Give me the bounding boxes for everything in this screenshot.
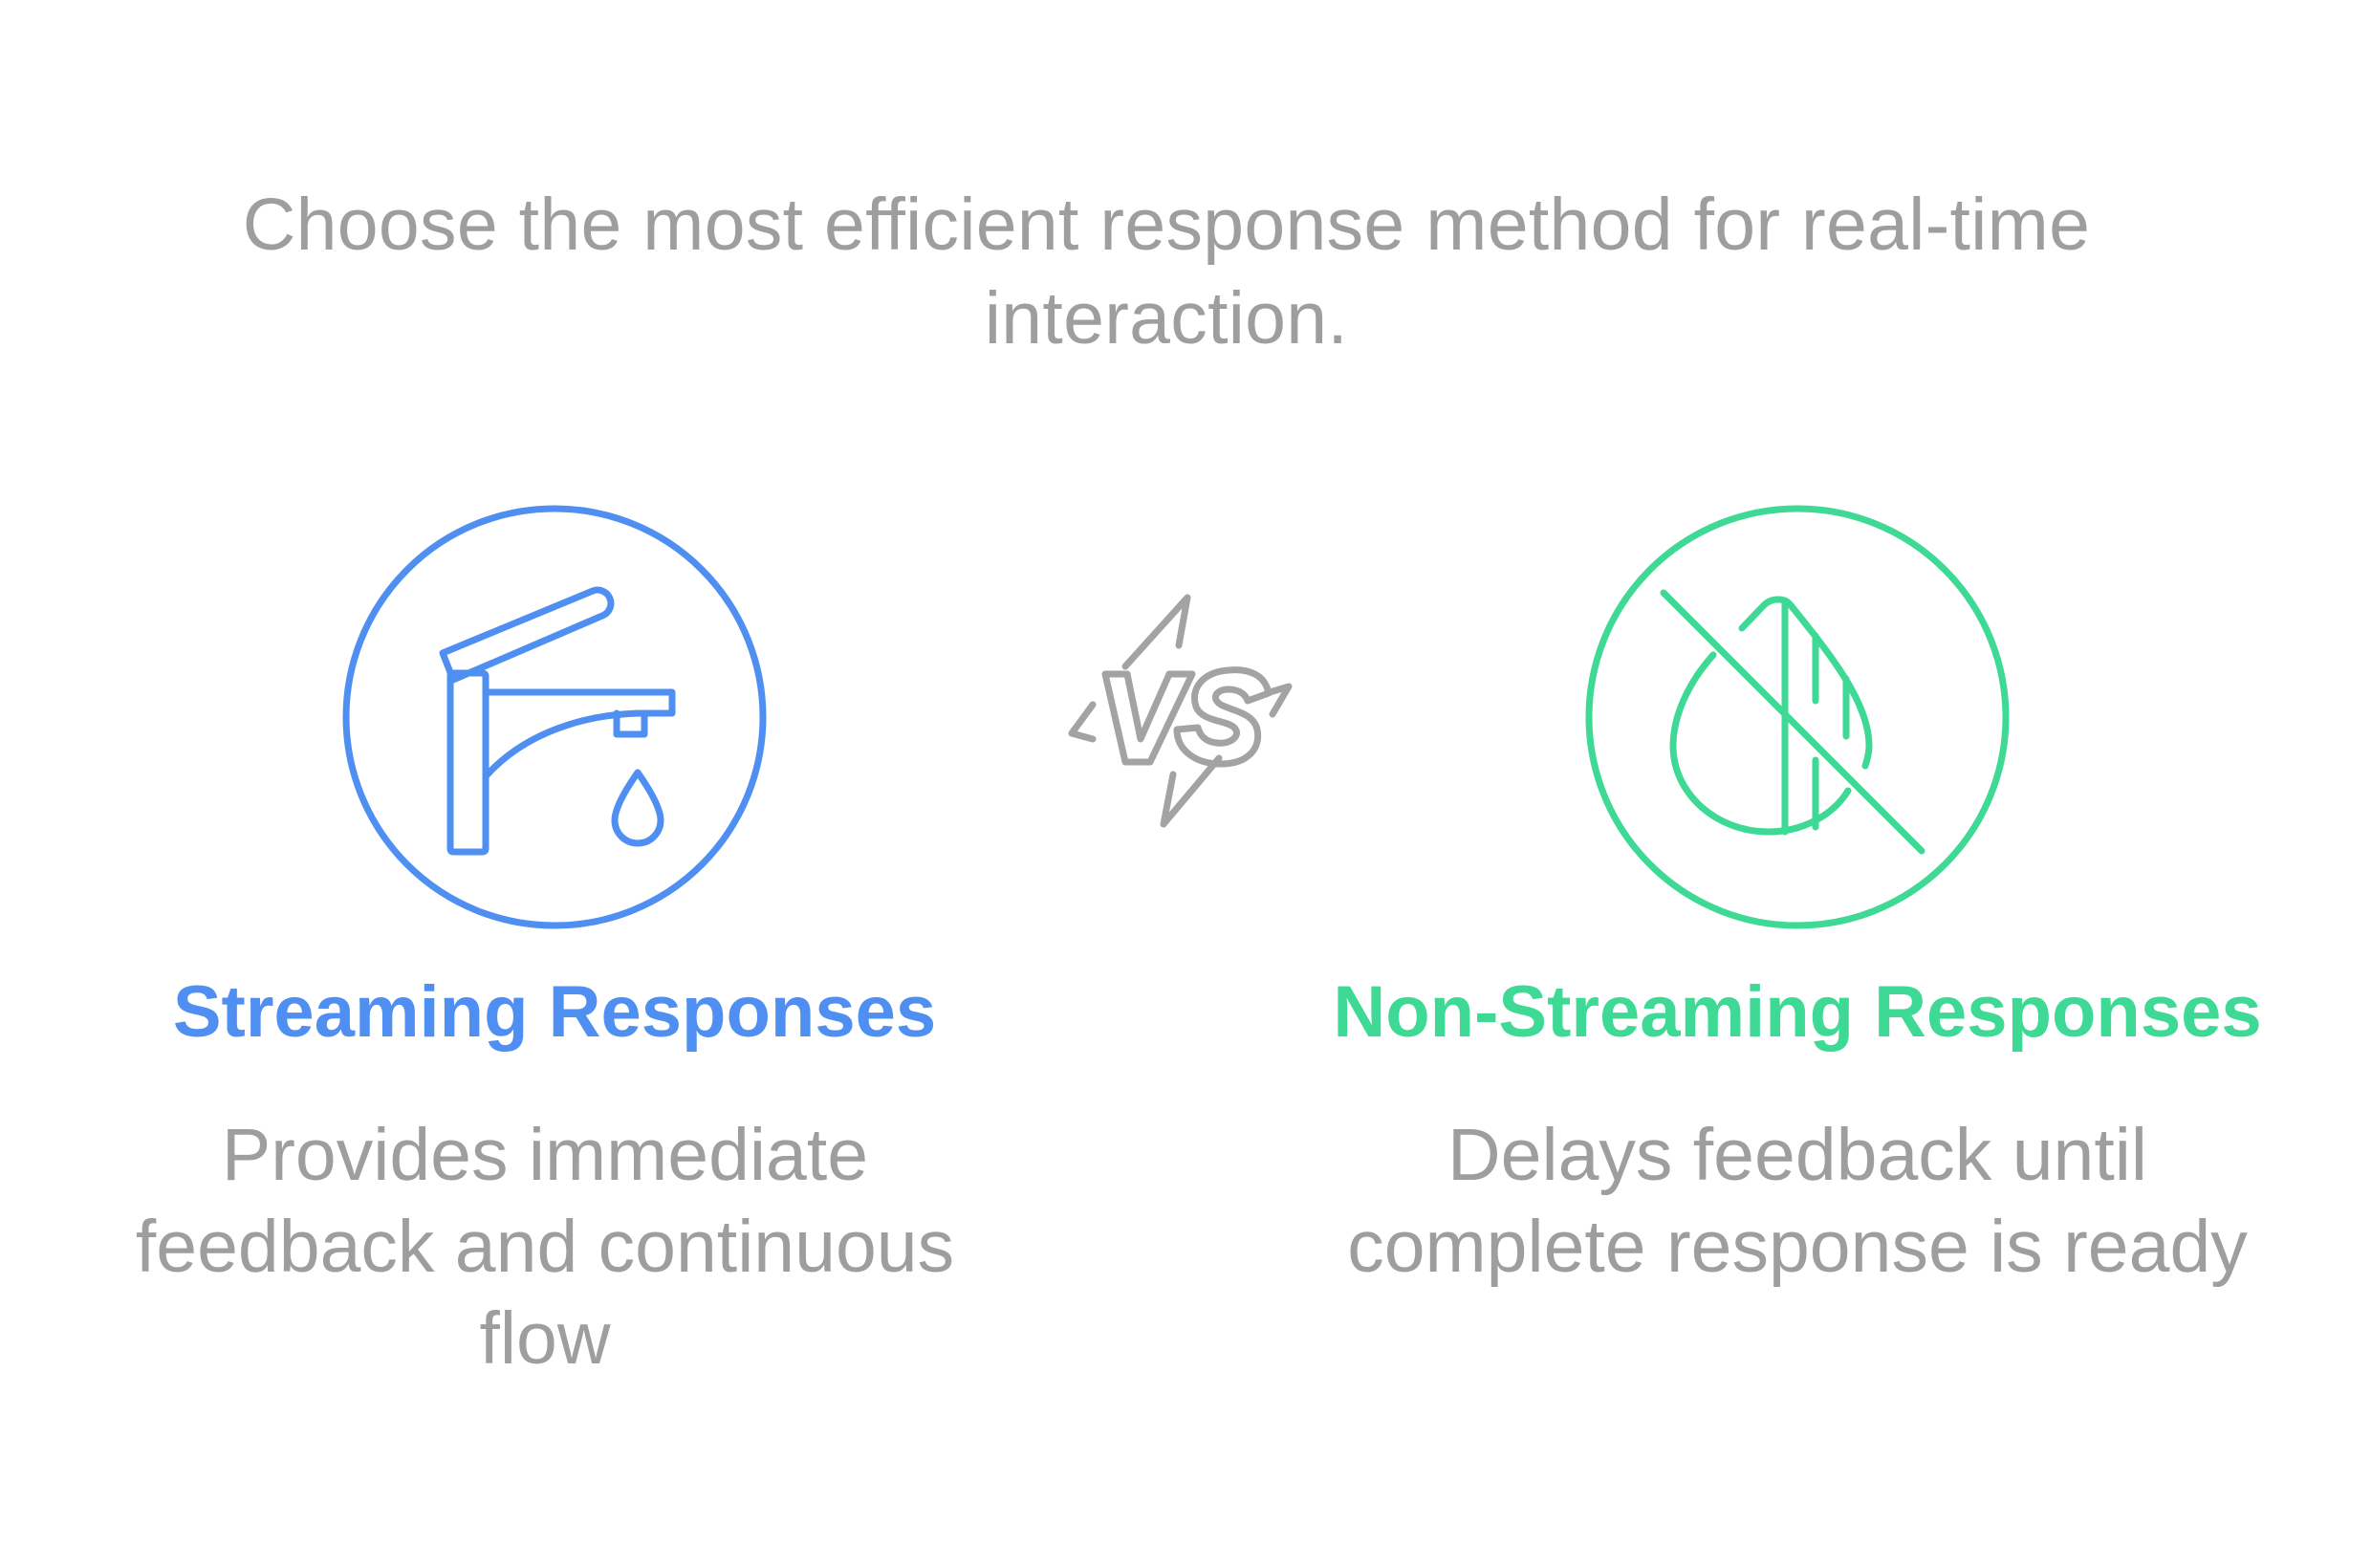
- no-water-drop-icon: [1585, 505, 2010, 929]
- right-icon-circle: [1585, 505, 2010, 929]
- left-icon-circle: [342, 505, 767, 929]
- streaming-responses-description: Provides immediate feedback and continuo…: [135, 1114, 955, 1380]
- streaming-responses-heading: Streaming Responses: [172, 971, 937, 1053]
- non-streaming-responses-description: Delays feedback until complete response …: [1347, 1114, 2248, 1288]
- versus-lightning-icon: [1068, 594, 1293, 828]
- non-streaming-responses-heading: Non-Streaming Responses: [1333, 971, 2262, 1053]
- faucet-icon: [342, 505, 767, 929]
- page-title: Choose the most efficient response metho…: [242, 184, 2091, 359]
